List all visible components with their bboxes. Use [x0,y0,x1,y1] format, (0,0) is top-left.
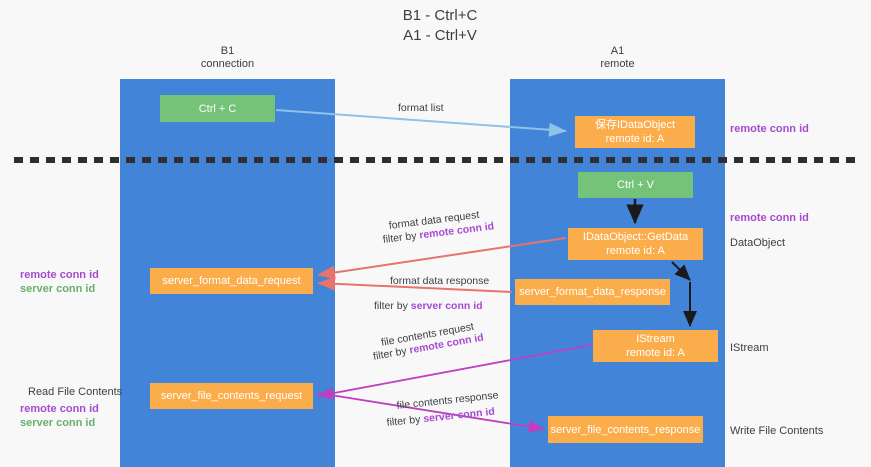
node-getdata-line1: IDataObject::GetData [582,231,689,243]
node-idataobject-line2: remote id: A [605,133,665,145]
diagram-title: B1 - Ctrl+C A1 - Ctrl+V [335,6,545,46]
filter-prefix: filter by [374,300,411,312]
swimlane-header-b1-subtitle: connection [200,58,255,70]
title-line-2: A1 - Ctrl+V [403,27,477,44]
filter-prefix: filter by [386,413,424,429]
annotation-left-remote-conn-id-bottom: remote conn id [20,403,99,415]
swimlane-header-a1-subtitle: remote [600,58,635,70]
edge-label-format-data-response: format data response [390,275,490,287]
annotation-right-dataobject: DataObject [730,237,786,249]
node-idataobject-line1: 保存IDataObject [594,119,676,131]
annotation-left-remote-conn-id-mid: remote conn id [20,269,99,281]
node-server-file-contents-request[interactable]: server_file_contents_request [150,383,313,409]
annotation-left-conn-ids-bottom: remote conn id server conn id [20,402,99,430]
node-idataobject[interactable]: 保存IDataObject remote id: A [575,116,695,148]
node-server-format-data-response[interactable]: server_format_data_response [515,279,670,305]
annotation-left-conn-ids-mid: remote conn id server conn id [20,268,99,296]
node-ctrl-c[interactable]: Ctrl + C [160,95,275,122]
annotation-right-write-file-contents: Write File Contents [730,425,824,437]
swimlane-header-a1-title: A1 [610,45,625,57]
node-istream-line2: remote id: A [626,347,685,359]
annotation-left-server-conn-id-bottom: server conn id [20,417,96,429]
annotation-left-read-file-contents: Read File Contents [28,386,123,398]
node-server-format-data-request[interactable]: server_format_data_request [150,268,313,294]
filter-key-server-conn-id: server conn id [410,300,483,312]
node-idataobject-getdata[interactable]: IDataObject::GetData remote id: A [568,228,703,260]
node-istream[interactable]: IStream remote id: A [593,330,718,362]
node-ctrl-v[interactable]: Ctrl + V [578,172,693,198]
filter-prefix: filter by [372,344,411,363]
annotation-right-remote-conn-id-mid: remote conn id [730,212,809,224]
annotation-left-server-conn-id-mid: server conn id [20,283,96,295]
node-server-file-contents-response[interactable]: server_file_contents_response [548,416,703,443]
node-istream-line1: IStream [636,333,675,345]
node-getdata-line2: remote id: A [606,245,665,257]
swimlane-header-b1: B1 connection [155,45,300,71]
annotation-right-remote-conn-id-top: remote conn id [730,123,809,135]
swimlane-header-a1: A1 remote [545,45,690,71]
title-line-1: B1 - Ctrl+C [402,7,478,24]
filter-prefix: filter by [382,229,421,246]
annotation-right-istream: IStream [730,342,769,354]
swimlane-header-b1-title: B1 [220,45,235,57]
edge-label-format-data-response-filter: filter by server conn id [374,299,483,313]
edge-label-format-list: format list [398,102,444,114]
